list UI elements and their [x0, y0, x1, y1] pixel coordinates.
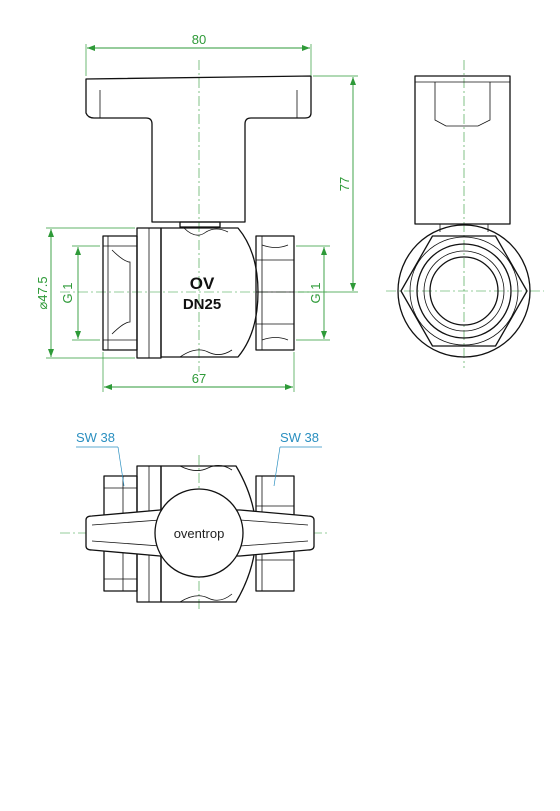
body-marking-dn: DN25 — [183, 296, 221, 313]
t-handle — [85, 75, 312, 223]
front-view-dimensions: 80 77 ⌀47.5 G 1 G 1 67 — [35, 32, 358, 392]
wrench-size-right: SW 38 — [280, 430, 319, 445]
handle-side-profile — [414, 75, 511, 225]
dim-thread-right: G 1 — [308, 283, 323, 304]
stem — [179, 221, 221, 228]
dim-thread-left: G 1 — [60, 283, 75, 304]
body-marking-ov: OV — [190, 274, 215, 293]
side-body-circle — [397, 224, 531, 358]
handle-hub — [154, 488, 244, 578]
top-view: oventrop — [60, 455, 330, 612]
handle-logo: oventrop — [174, 526, 225, 541]
dim-handle-width: 80 — [192, 32, 206, 47]
wrench-size-left: SW 38 — [76, 430, 115, 445]
dim-body-length: 67 — [192, 371, 206, 386]
right-hex-nut — [255, 235, 295, 351]
side-bore — [429, 256, 499, 326]
front-view: OV DN25 — [60, 60, 330, 372]
side-view — [386, 60, 544, 368]
dim-overall-height: 77 — [337, 177, 352, 191]
side-hex — [400, 235, 528, 347]
dim-body-diameter: ⌀47.5 — [35, 276, 50, 309]
wrench-size-labels: SW 38 SW 38 — [76, 430, 322, 487]
